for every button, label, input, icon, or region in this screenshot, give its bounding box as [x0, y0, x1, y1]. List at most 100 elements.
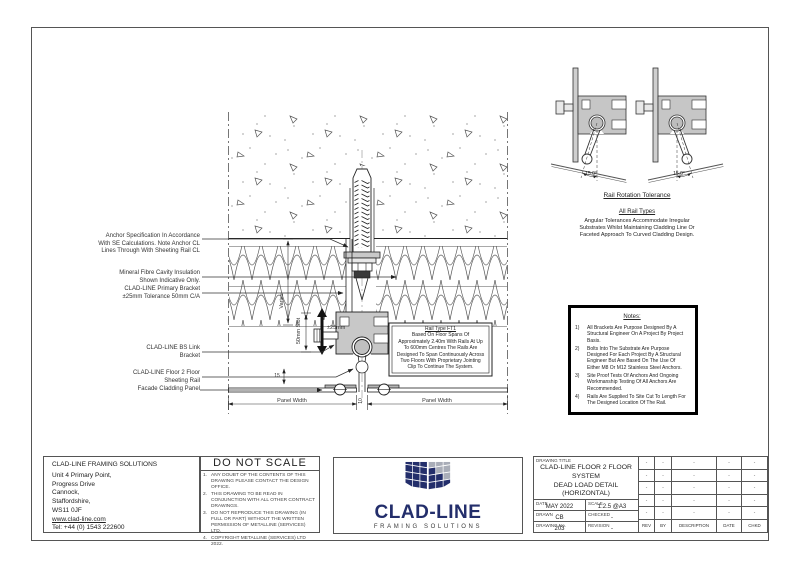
date-cell: DATE MAY 2022: [534, 500, 586, 510]
dns-number: 1.: [203, 473, 208, 478]
company-address-line: Staffordshire,: [52, 498, 91, 506]
note-item: 1)All Brackets Are Purpose Designed By A…: [575, 325, 689, 344]
angle-left: 15.0°: [585, 171, 597, 177]
company-logo: CLAD-LINE FRAMING SOLUTIONS: [333, 457, 523, 534]
revision-label: REVISION: [588, 523, 610, 528]
drawing-title: CLAD-LINE FLOOR 2 FLOOR SYSTEM DEAD LOAD…: [540, 464, 632, 498]
drawn-cell: DRAWN CB: [534, 511, 586, 521]
dns-text: THIS DRAWING TO BE READ IN CONJUNCTION W…: [211, 491, 315, 509]
rev-cell: -: [655, 507, 672, 520]
rev-cell: -: [717, 469, 742, 482]
title-block: DRAWING TITLE CLAD-LINE FLOOR 2 FLOOR SY…: [533, 456, 768, 533]
date-scale-row: DATE MAY 2022 SCALE 1:2.5 @A3: [534, 500, 638, 511]
scale-value: 1:2.5 @A3: [597, 504, 627, 510]
checked-value: -: [611, 515, 613, 521]
leader-lines: [200, 238, 397, 392]
logo-tagline: FRAMING SOLUTIONS: [373, 524, 483, 530]
rail-note-frame: [388, 322, 493, 377]
rev-cell: -: [655, 469, 672, 482]
dim-panel-width-right: Panel Width: [422, 398, 452, 404]
company-address-line: Progress Drive: [52, 480, 95, 488]
dns-item: 1.ANY DOUBT OF THE CONTENTS OF THIS DRAW…: [203, 473, 316, 491]
rev-cell: -: [639, 507, 655, 520]
rev-header-by: BY: [655, 519, 672, 532]
drawing-number-value: 203: [554, 526, 565, 532]
rotation-detail-left-rail: [550, 122, 627, 183]
company-address-line: WS11 0JF: [52, 506, 82, 514]
rail-bracket: [313, 311, 389, 358]
rev-cell: -: [742, 470, 767, 482]
rev-cell: -: [655, 482, 672, 495]
rail-type-note-body: Based On Floor Spans Of Approximately 2.…: [396, 332, 485, 371]
rev-cell: -: [672, 482, 717, 495]
note-number: 2): [575, 345, 580, 352]
note-text: Rails Are Supplied To Site Cut To Length…: [587, 393, 686, 407]
rev-cell: -: [717, 482, 742, 495]
checked-label: CHECKED: [588, 512, 611, 517]
dns-text: DO NOT REPRODUCE THIS DRAWING (IN FULL O…: [211, 510, 306, 534]
label-anchor-spec: Anchor Specification In Accordance With …: [98, 233, 200, 254]
drawing-title-cell: DRAWING TITLE CLAD-LINE FLOOR 2 FLOOR SY…: [534, 457, 638, 500]
revision-cell: REVISION -: [586, 522, 638, 532]
label-primary-bracket: CLAD-LINE Primary Bracket ±25mm Toleranc…: [122, 286, 200, 300]
dns-text: COPYRIGHT METALLINE (SERVICES) LTD 2022.: [211, 535, 306, 547]
rotation-caption: Rail Rotation Tolerance: [603, 192, 671, 199]
company-address-line: Unit 4 Primary Point,: [52, 471, 112, 479]
dim-panel-width-left: Panel Width: [277, 398, 307, 404]
note-item: 4) Rails Are Supplied To Site Cut To Leng…: [575, 394, 689, 407]
drawing-number-cell: DRAWING No. 203: [534, 522, 586, 532]
checked-cell: CHECKED -: [586, 511, 638, 521]
dns-number: 3.: [203, 510, 208, 516]
date-value: MAY 2022: [545, 504, 574, 510]
sheet-border: [31, 27, 769, 541]
date-label: DATE: [536, 501, 548, 506]
rev-cell: -: [655, 457, 672, 470]
dns-item: 2.THIS DRAWING TO BE READ IN CONJUNCTION…: [203, 492, 316, 510]
note-number: 3): [575, 373, 580, 380]
rev-header-date: DATE: [717, 519, 742, 532]
rev-cell: -: [639, 482, 655, 495]
number-revision-row: DRAWING No. 203 REVISION -: [534, 522, 638, 532]
rev-cell: -: [672, 469, 717, 482]
rev-cell: -: [655, 494, 672, 507]
dns-item: 4.COPYRIGHT METALLINE (SERVICES) LTD 202…: [203, 536, 316, 548]
rotation-detail-bracket: [555, 67, 627, 163]
drawn-label: DRAWN: [536, 512, 553, 517]
anchor-bolt: [343, 168, 381, 301]
rev-cell: -: [717, 457, 742, 470]
do-not-scale-title: DO NOT SCALE: [201, 457, 319, 471]
note-item: 2)Bolts Into The Substrate Are Purpose D…: [575, 346, 689, 371]
drawn-checked-row: DRAWN CB CHECKED -: [534, 511, 638, 522]
rail-type-note-title: Rail Type FT1: [424, 326, 457, 332]
rev-cell: -: [742, 457, 767, 470]
rev-cell: -: [717, 494, 742, 507]
label-insulation: Mineral Fibre Cavity Insulation Shown In…: [119, 270, 200, 284]
drawing-number-label: DRAWING No.: [536, 523, 566, 528]
dns-number: 2.: [203, 491, 208, 497]
do-not-scale-box: DO NOT SCALE 1.ANY DOUBT OF THE CONTENTS…: [200, 456, 320, 547]
revision-value: -: [611, 526, 613, 532]
scale-cell: SCALE 1:2.5 @A3: [586, 500, 638, 510]
dns-number: 4.: [203, 535, 208, 541]
scale-label: SCALE: [588, 501, 603, 506]
tolerance-arrow: [317, 308, 327, 355]
company-website: www.clad-line.com: [52, 515, 106, 523]
dns-item: 3.DO NOT REPRODUCE THIS DRAWING (IN FULL…: [203, 511, 316, 535]
rev-cell: -: [742, 482, 767, 495]
dim-offset: 15: [274, 373, 280, 379]
rev-cell: -: [672, 494, 717, 507]
company-phone: Tel: +44 (0) 1543 222600: [52, 524, 125, 532]
dns-text: ANY DOUBT OF THE CONTENTS OF THIS DRAWIN…: [211, 473, 309, 490]
facade-panel: [228, 383, 508, 396]
rotation-detail-bracket-right: [635, 67, 707, 163]
angle-right: 15.0°: [673, 171, 685, 177]
rev-header-chkd: CHKD: [748, 523, 761, 529]
rev-cell: -: [672, 507, 717, 520]
notes-panel: Notes: 1)All Brackets Are Purpose Design…: [568, 305, 698, 415]
note-number: 4): [575, 393, 580, 400]
dim-slot: 50mm Slot: [296, 317, 302, 345]
rev-cell: -: [742, 495, 767, 507]
dim-joint-gap: 10: [358, 398, 364, 404]
drawing-title-label: DRAWING TITLE: [536, 458, 572, 463]
rotation-subtitle-text: All Rail Types: [618, 209, 656, 215]
